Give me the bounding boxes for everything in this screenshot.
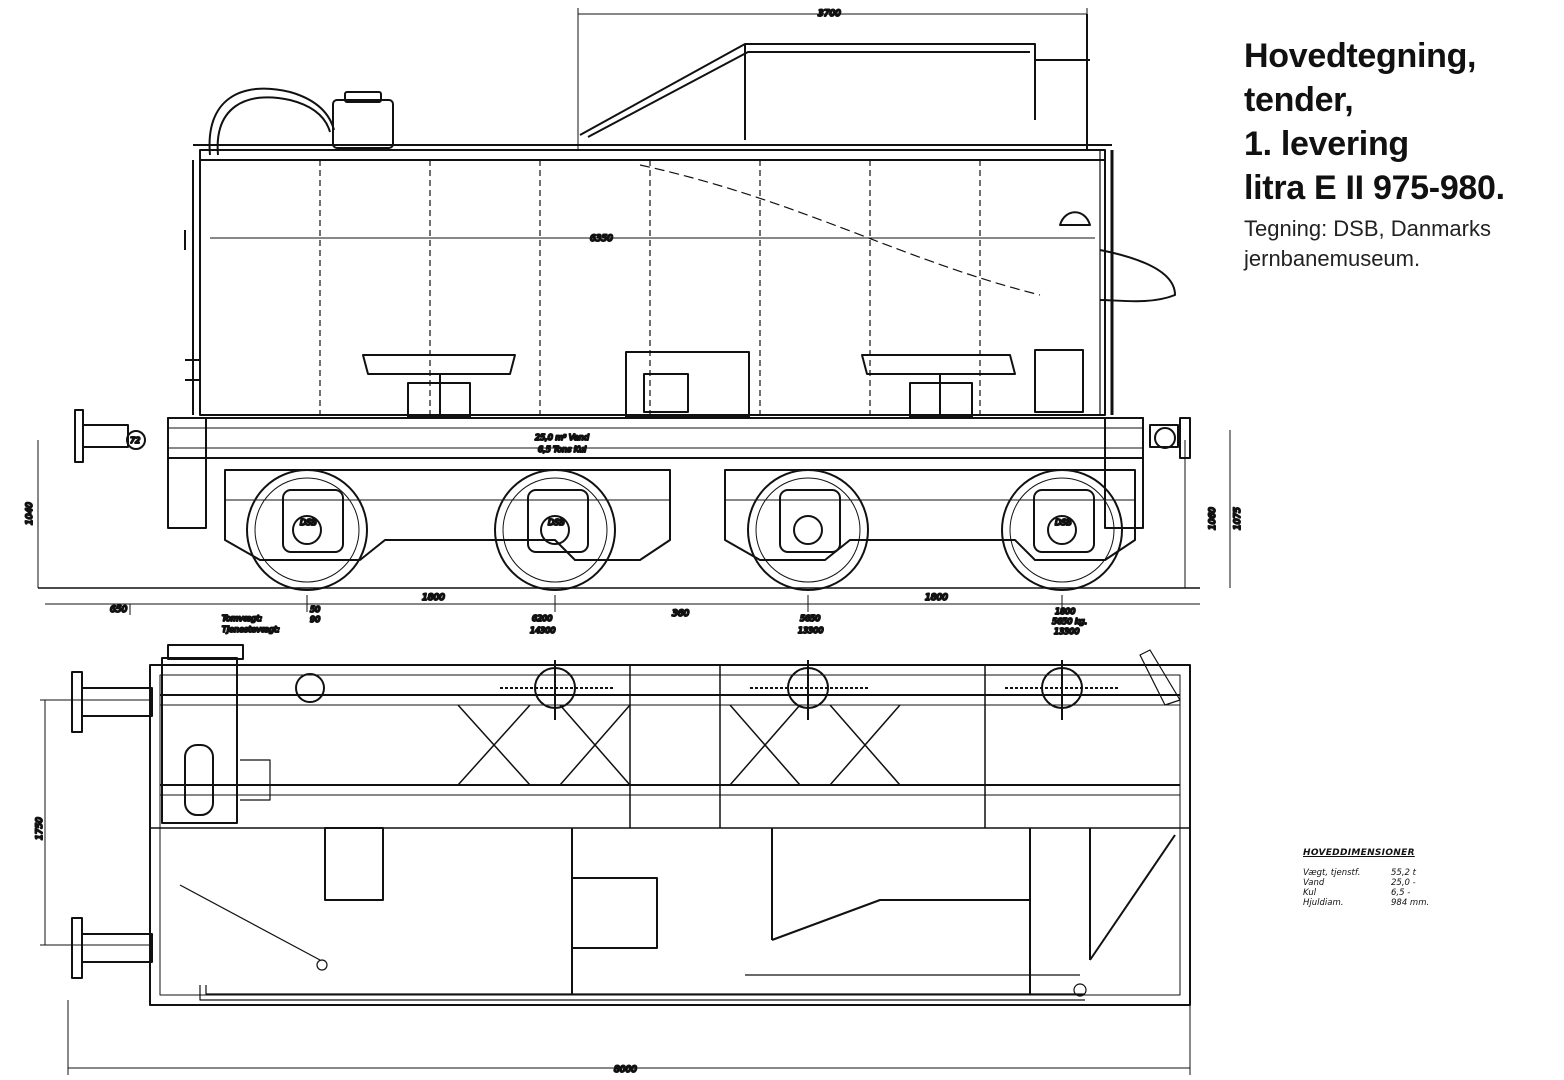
- wheel-mark-1: DSB: [300, 518, 317, 527]
- dim-spacing-rear: 1800: [925, 593, 948, 603]
- wheel-2: [494, 469, 616, 591]
- spec-value: 25,0 -: [1391, 878, 1416, 888]
- dim-height-right-2: 1075: [1233, 507, 1243, 530]
- water-tank: [184, 144, 1176, 418]
- wheel-mark-2: DSB: [548, 518, 565, 527]
- rear-bogie: [724, 469, 1136, 561]
- axle-load-2-service: 13300: [798, 626, 823, 635]
- axle-load-3-service: 13300: [1054, 627, 1079, 636]
- spec-row: Kul 6,5 -: [1303, 888, 1443, 898]
- spec-row: Vand 25,0 -: [1303, 878, 1443, 888]
- axle-load-3-empty: 5650 kg.: [1052, 617, 1087, 626]
- dim-offset-small: 50: [310, 605, 320, 614]
- spec-value: 6,5 -: [1391, 888, 1411, 898]
- dim-spacing-front: 1800: [422, 593, 445, 603]
- side-elevation: 3700 6350 1040 1060 1075 1800 1800 650 5…: [24, 8, 1244, 637]
- credit-line-1: Tegning: DSB, Danmarks: [1244, 216, 1491, 241]
- tomvaegt-label: Tomvægt:: [222, 614, 262, 623]
- plan-pipework: [179, 649, 1181, 1001]
- spec-label: Vægt, tjenstf.: [1303, 868, 1361, 878]
- tank-capacity-coal: 6,5 Tons Kul: [538, 445, 587, 454]
- wheel-1: [246, 469, 368, 591]
- tank-capacity-water: 25,0 m³ Vand: [535, 433, 590, 442]
- spec-value: 984 mm.: [1391, 898, 1430, 908]
- spec-label: Vand: [1303, 878, 1325, 888]
- credit-line-2: jernbanemuseum.: [1244, 246, 1421, 271]
- title-line-3: 1. levering: [1244, 125, 1409, 163]
- hoveddimensioner-table: HOVEDDIMENSIONER Vægt, tjenstf. 55,2 t V…: [1303, 848, 1443, 908]
- spec-value: 55,2 t: [1391, 868, 1416, 878]
- wheel-3: [747, 469, 869, 591]
- water-filler-dome: [208, 87, 394, 156]
- spec-label: Hjuldiam.: [1303, 898, 1344, 908]
- tjenestevaegt-label: Tjenestevægt:: [222, 625, 280, 634]
- title-line-4: litra E II 975-980.: [1244, 169, 1505, 207]
- dim-height-right-1: 1060: [1208, 507, 1218, 530]
- dim-plan-width: 1750: [35, 817, 45, 840]
- wheel-mark-3: DSB: [1055, 518, 1072, 527]
- title-block: Hovedtegning, tender, 1. levering litra …: [1244, 34, 1559, 274]
- spec-row: Hjuldiam. 984 mm.: [1303, 898, 1443, 908]
- rail-and-dimensions: [37, 430, 1231, 615]
- dimension-overall-top: [577, 8, 1088, 150]
- plan-bracing: [457, 665, 986, 828]
- plate-number: 72: [130, 436, 140, 445]
- axle-load-2-empty: 5650: [800, 614, 820, 623]
- title-line-2: tender,: [1244, 81, 1354, 119]
- axle-load-1-service: 14300: [530, 626, 555, 635]
- plan-dimensions: [40, 699, 1191, 1075]
- hoveddimensioner-heading: HOVEDDIMENSIONER: [1303, 848, 1415, 858]
- dim-offset-small-2: 90: [310, 615, 320, 624]
- frame-solebar: [167, 417, 1144, 529]
- plan-coal-hopper: [324, 827, 1176, 995]
- front-bogie: [224, 469, 671, 561]
- plan-view: 1750 8000: [34, 644, 1191, 1076]
- axle-load-1-empty: 6200: [532, 614, 552, 623]
- front-buffers: [74, 409, 1191, 463]
- dim-overall-length: 8000: [614, 1065, 637, 1075]
- plan-axles: [295, 660, 1120, 720]
- spec-row: Vægt, tjenstf. 55,2 t: [1303, 868, 1443, 878]
- title-line-1: Hovedtegning,: [1244, 37, 1477, 75]
- dim-height-left: 1040: [25, 502, 35, 525]
- spec-label: Kul: [1303, 888, 1317, 898]
- coal-bunker: [579, 14, 1090, 150]
- wheel-4: [1001, 469, 1123, 591]
- dim-overall-top: 3700: [818, 9, 841, 19]
- dim-tank-length: 6350: [590, 234, 613, 244]
- dim-centre-gap: 360: [672, 609, 689, 619]
- axle-last-spacing: 1800: [1055, 607, 1075, 616]
- dim-offset-front: 650: [110, 605, 127, 615]
- plan-buffers: [71, 671, 153, 979]
